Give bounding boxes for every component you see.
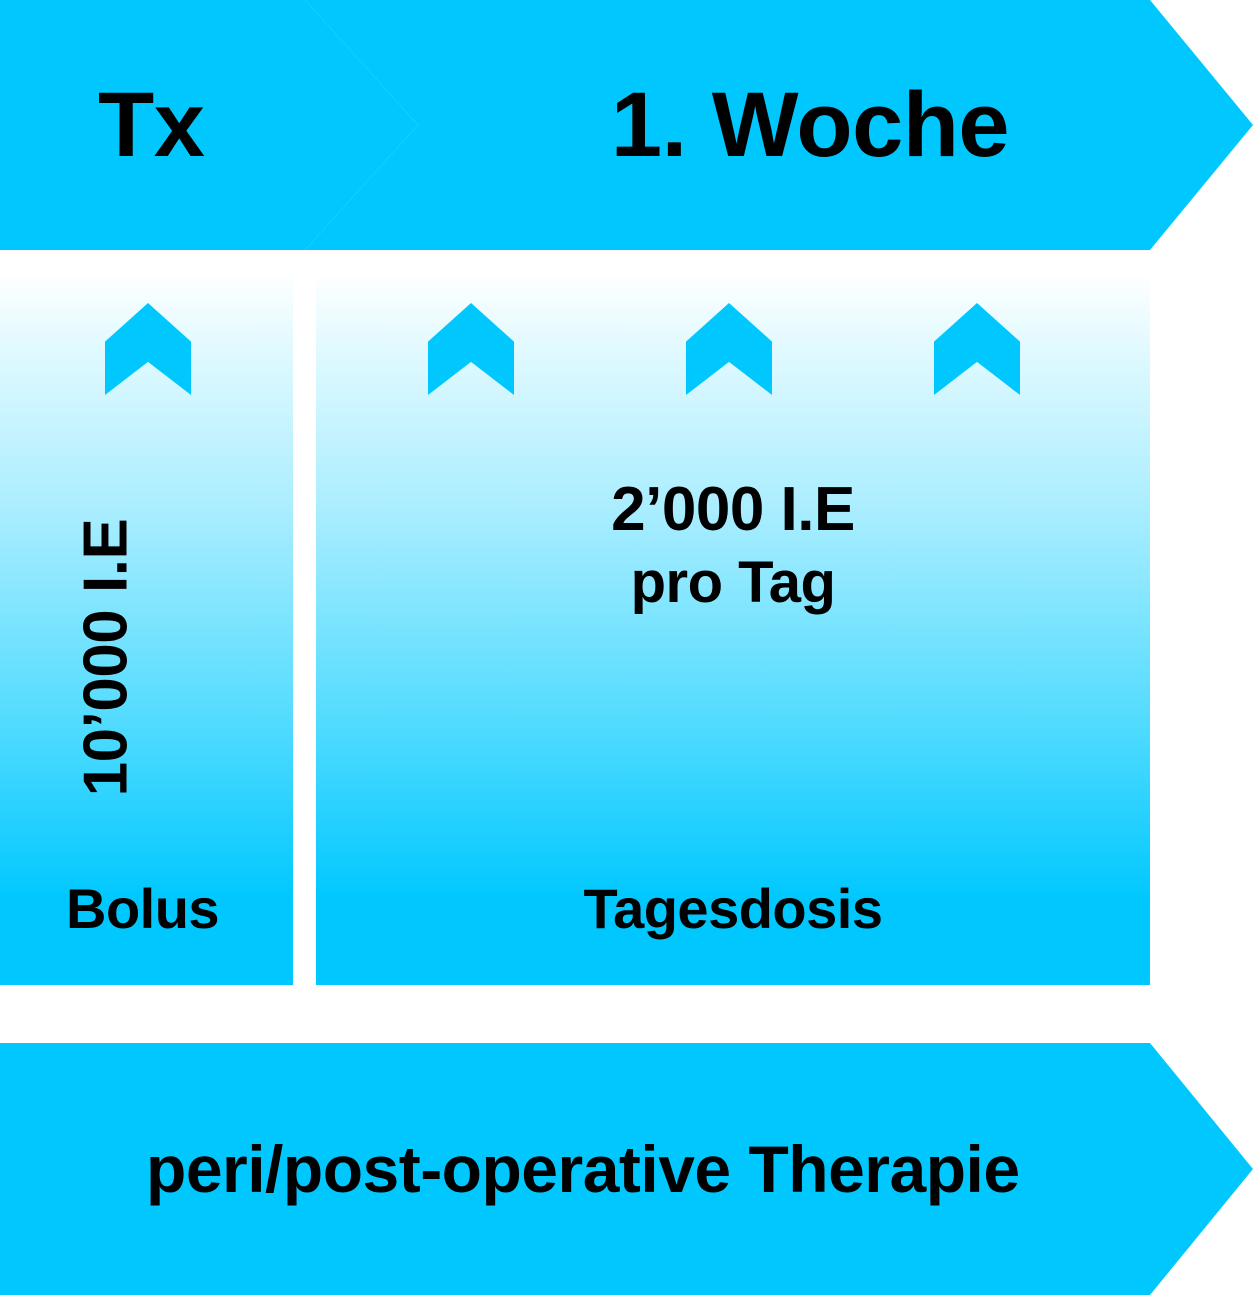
- bolus-dose-label: 10’000 I.E: [71, 518, 141, 797]
- therapy-banner: peri/post-operative Therapie: [0, 1043, 1253, 1295]
- phase-banner-tx-label: Tx: [98, 73, 205, 176]
- dose-marker-bolus-1: [105, 303, 191, 395]
- dose-marker-daily-1: [428, 303, 514, 395]
- phase-banner-week1-label: 1. Woche: [610, 73, 1010, 176]
- therapy-banner-label: peri/post-operative Therapie: [146, 1132, 1020, 1206]
- dose-marker-daily-2: [686, 303, 772, 395]
- dose-marker-daily-3: [934, 303, 1020, 395]
- daily-dose-amount: 2’000 I.E: [611, 475, 855, 544]
- daily-dose-block: 2’000 I.E pro Tag: [316, 472, 1150, 618]
- dose-column-daily: 2’000 I.E pro Tag Tagesdosis: [316, 272, 1150, 985]
- daily-dose-frequency: pro Tag: [630, 549, 836, 615]
- dose-column-daily-caption: Tagesdosis: [583, 877, 883, 940]
- dose-column-bolus-caption: Bolus: [66, 877, 220, 940]
- phase-banner-week1: 1. Woche: [305, 0, 1253, 250]
- dose-column-bolus: 10’000 I.E Bolus: [0, 272, 293, 985]
